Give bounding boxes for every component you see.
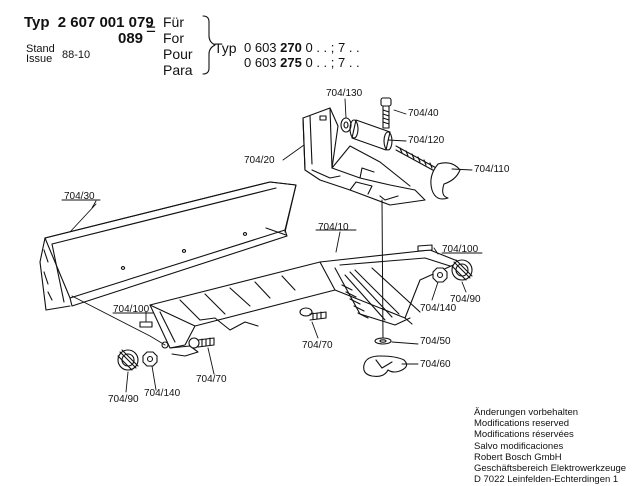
leader-lines [69, 98, 473, 393]
notice-es: Salvo modificaciones [474, 440, 564, 452]
stand-label: Stand [26, 43, 55, 55]
pin-704-100-left [139, 321, 153, 328]
label-704-30: 704/30 [64, 191, 95, 202]
pin-704-100-right [417, 244, 433, 252]
label-704-70-left: 704/70 [196, 374, 227, 385]
label-704-90-right: 704/90 [450, 294, 481, 305]
lang-es: Para [163, 62, 193, 78]
footer-notice: Änderungen vorbehalten Modifications res… [474, 407, 578, 452]
header-brace [202, 15, 216, 75]
nut-704-140-left [142, 351, 158, 367]
notice-de: Änderungen vorbehalten [474, 407, 579, 418]
typ-suffix: 089 [118, 30, 144, 47]
lang-de: Für [163, 14, 184, 30]
screw-704-70-center [299, 307, 327, 321]
label-704-130: 704/130 [326, 88, 363, 99]
label-704-60: 704/60 [420, 359, 451, 370]
model-line-2: 0 603 275 0 . . ; 7 . . [244, 55, 360, 70]
footer-company: Robert Bosch GmbH Geschäftsbereich Elekt… [474, 452, 626, 486]
label-704-10: 704/10 [318, 222, 349, 233]
company-division: Geschäftsbereich Elektrowerkzeuge [474, 463, 627, 475]
header-typ-label: Typ 2 607 001 079 [24, 14, 154, 31]
label-704-140-right: 704/140 [420, 303, 457, 314]
lang-en: For [163, 30, 184, 46]
label-704-90-left: 704/90 [108, 394, 139, 405]
washer-704-50 [374, 337, 392, 345]
knurl-nut-704-90-right [451, 259, 473, 281]
upright-bracket-part [302, 107, 426, 206]
label-704-70-center: 704/70 [302, 340, 333, 351]
stand-value: 88-10 [62, 49, 91, 61]
knurl-nut-704-90-left [117, 349, 139, 371]
label-704-50: 704/50 [420, 336, 451, 347]
screw-704-70-left [188, 337, 215, 349]
company-address: D 7022 Leinfelden-Echterdingen 1 [474, 474, 619, 486]
bracket-pin [381, 199, 384, 341]
fence-part [39, 181, 297, 311]
lang-fr: Pour [163, 46, 193, 62]
label-704-140-left: 704/140 [144, 388, 181, 399]
notice-fr: Modifications réservées [474, 429, 574, 441]
sleeve-704-120 [349, 119, 393, 151]
typ-label-2: Typ [214, 40, 237, 56]
typ-number: 2 607 001 079 [57, 14, 154, 31]
label-underlines [61, 199, 483, 314]
label-704-20: 704/20 [244, 155, 275, 166]
label-704-120: 704/120 [408, 135, 445, 146]
label-704-40: 704/40 [408, 108, 439, 119]
typ-label: Typ [24, 14, 50, 31]
label-704-100-right: 704/100 [442, 244, 479, 255]
label-704-110: 704/110 [474, 164, 510, 175]
company-name: Robert Bosch GmbH [474, 452, 562, 463]
language-list: Für For Pour Para [163, 14, 193, 78]
notice-en: Modifications reserved [474, 418, 570, 430]
nut-704-140-right [432, 267, 448, 283]
label-704-100-left: 704/100 [113, 304, 150, 315]
model-line-1: 0 603 270 0 . . ; 7 . . [244, 40, 360, 55]
knob-704-110 [395, 145, 461, 200]
equals-sign: = [146, 20, 156, 39]
issue-label: Issue [26, 53, 53, 65]
wing-knob-704-60 [363, 355, 408, 377]
screw-704-40 [380, 97, 392, 129]
